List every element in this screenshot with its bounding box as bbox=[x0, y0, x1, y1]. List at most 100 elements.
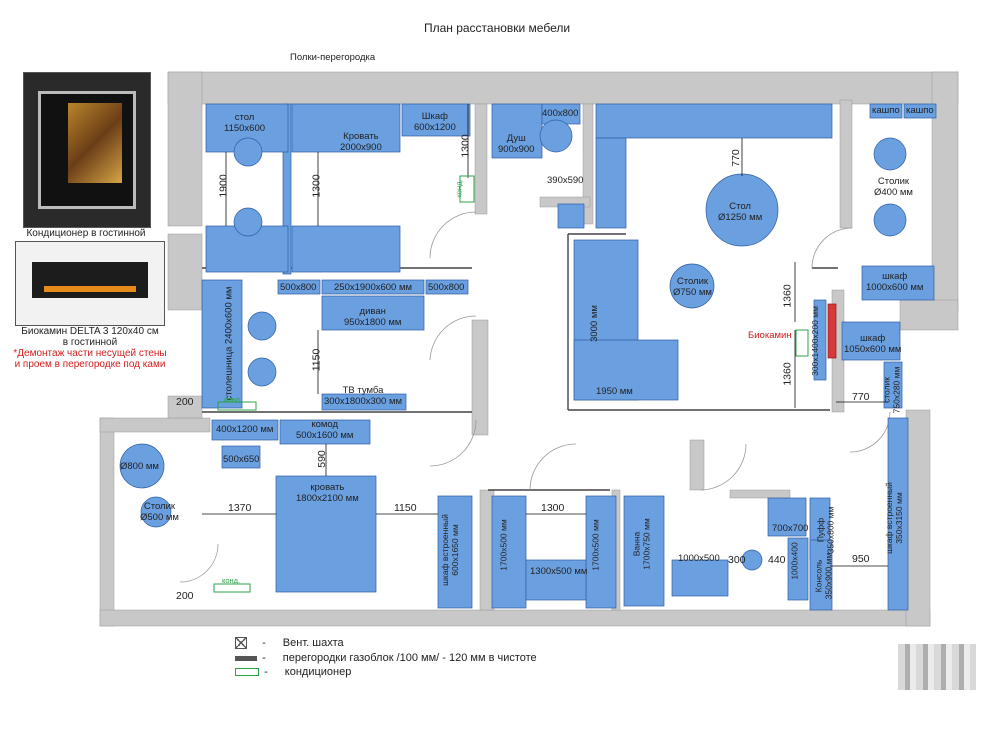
bed-big-label: кровать 1800x2100 мм bbox=[296, 482, 359, 504]
vent-icon bbox=[235, 637, 247, 650]
wardrobe-3 bbox=[841, 321, 901, 361]
dim-1370: 1370 bbox=[228, 502, 252, 514]
sofa-big-label: 3000 мм bbox=[588, 305, 600, 342]
sofa1-label: 250x1900x600 мм bbox=[334, 282, 413, 293]
ac-icon bbox=[235, 668, 259, 677]
c1700a-label: 1700x500 мм bbox=[498, 519, 509, 571]
wardrobe-built-label: шкаф встроенный 600x1650 мм bbox=[439, 514, 460, 586]
countertop bbox=[201, 279, 243, 409]
dim-440: 440 bbox=[768, 554, 786, 566]
legend-ac: - кондиционер bbox=[235, 666, 351, 678]
kond-label-1: конд. bbox=[454, 179, 464, 198]
biokamin-label: Биокамин bbox=[748, 330, 792, 341]
watermark bbox=[898, 644, 976, 690]
kashpo2-label: кашпо bbox=[906, 105, 934, 116]
page-title: План расстановки мебели bbox=[423, 21, 571, 35]
kashpo-2 bbox=[903, 103, 937, 119]
dim-770: 770 bbox=[729, 149, 742, 167]
coffee-label: Столик Ø750 мм bbox=[673, 276, 712, 298]
kond-label-3: конд. bbox=[222, 576, 241, 585]
s1000-400-label: 1000x400 bbox=[789, 542, 800, 580]
bath-label: Ванна 1700x750 мм bbox=[631, 518, 652, 570]
dim-200a: 200 bbox=[176, 396, 194, 408]
note-line-1: *Демонтаж части несущей стены bbox=[13, 348, 167, 359]
dim-1150a: 1150 bbox=[310, 348, 323, 372]
shower-label: Душ 900x900 bbox=[498, 133, 535, 155]
console-label: Консоль 350x900 мм bbox=[813, 552, 834, 600]
big-sofa-b bbox=[573, 339, 679, 401]
divan bbox=[321, 295, 425, 331]
dining-label: Стол Ø1250 мм bbox=[718, 201, 763, 223]
closet-l bbox=[491, 495, 527, 609]
kashpo-1 bbox=[869, 103, 903, 119]
bed1-label: Кровать 2000x900 bbox=[340, 131, 382, 153]
shelf-500a bbox=[277, 279, 321, 295]
closet-b bbox=[525, 559, 587, 601]
wardrobe-1 bbox=[401, 103, 471, 137]
bed-1 bbox=[291, 103, 401, 153]
shelf-390 bbox=[557, 203, 585, 229]
closet-r bbox=[585, 495, 617, 609]
fireplace-photo bbox=[15, 241, 165, 326]
shelf-500b bbox=[425, 279, 469, 295]
fireplace-caption-1: Биокамин DELTA 3 120x40 см bbox=[21, 326, 159, 337]
sink-1000 bbox=[671, 559, 729, 597]
wardrobe-right-label: шкаф встроенный 350x3150 мм bbox=[883, 482, 904, 554]
floor-plan bbox=[99, 71, 959, 627]
wardrobe-right bbox=[887, 417, 909, 611]
dim-950: 950 bbox=[852, 553, 870, 565]
stolik500-label: Столик Ø500 мм bbox=[140, 501, 179, 523]
wardrobe-built bbox=[437, 495, 473, 609]
tv-unit bbox=[321, 393, 407, 411]
bed-big bbox=[275, 475, 377, 593]
wall-icon bbox=[235, 655, 257, 661]
legend-vent: - Вент. шахта bbox=[235, 637, 344, 650]
kitchen-side bbox=[595, 137, 627, 229]
dim-1300b: 1300 bbox=[459, 134, 472, 158]
dim-770b: 770 bbox=[852, 391, 870, 403]
s700-label: 700x700 bbox=[772, 523, 809, 534]
dim-590: 590 bbox=[315, 450, 328, 468]
c1300-label: 1300x500 мм bbox=[530, 566, 588, 577]
dim-200b: 200 bbox=[176, 590, 194, 602]
wardrobe2-label: шкаф 1000x600 мм bbox=[866, 271, 924, 293]
fireplace-dim bbox=[813, 299, 827, 381]
divan-label: диван 950x1800 мм bbox=[344, 306, 402, 328]
dim-1900: 1900 bbox=[217, 174, 230, 198]
countertop-label: столешница 2400x600 мм bbox=[223, 286, 235, 401]
shelf-400-1200 bbox=[211, 419, 279, 441]
kitchen-top bbox=[595, 103, 833, 139]
s390-label: 390x590 bbox=[547, 175, 584, 186]
plan-labels: Полки-перегородка стол 1150x600 Кровать … bbox=[120, 52, 934, 602]
sofa-big2-label: 1950 мм bbox=[596, 386, 633, 397]
shower bbox=[491, 103, 543, 159]
s500a-label: 500x800 bbox=[280, 282, 317, 293]
ac-caption: Кондиционер в гостинной bbox=[26, 228, 146, 239]
table1-label: стол 1150x600 bbox=[224, 112, 266, 134]
komod-label: комод 500x1600 мм bbox=[296, 419, 354, 441]
s400-label: 400x800 bbox=[542, 108, 579, 119]
dim-1360a: 1360 bbox=[781, 284, 794, 308]
stolik-right bbox=[883, 361, 903, 409]
biokamin bbox=[827, 303, 837, 359]
puff-label: Пуфф 350x800 мм bbox=[815, 506, 836, 554]
biokamin-dim-label: 300x1400x200 мм bbox=[809, 306, 820, 376]
wardrobe-2 bbox=[861, 265, 935, 301]
bed-2 bbox=[291, 225, 401, 273]
console bbox=[809, 539, 833, 611]
s1000-label: 1000x500 bbox=[678, 553, 720, 564]
s400-1200-label: 400x1200 мм bbox=[216, 424, 274, 435]
s1000-400 bbox=[787, 537, 809, 601]
dim-300: 300 bbox=[728, 554, 746, 566]
komod bbox=[279, 419, 371, 445]
d800-label: Ø800 мм bbox=[120, 461, 159, 472]
note-line-2: и проем в перегородке под ками bbox=[14, 359, 166, 370]
c1700b-label: 1700x500 мм bbox=[590, 519, 601, 571]
kond-label-2: конд. bbox=[224, 395, 243, 404]
kashpo1-label: кашпо bbox=[872, 105, 900, 116]
legend-walls: - перегородки газоблок /100 мм/ - 120 мм… bbox=[235, 652, 537, 664]
tv-label: ТВ тумба 300x1800x300 мм bbox=[324, 385, 403, 407]
dim-1300a: 1300 bbox=[310, 174, 323, 198]
s500-650-label: 500x650 bbox=[223, 454, 260, 465]
wardrobe1-label: Шкаф 600x1200 bbox=[414, 111, 456, 133]
